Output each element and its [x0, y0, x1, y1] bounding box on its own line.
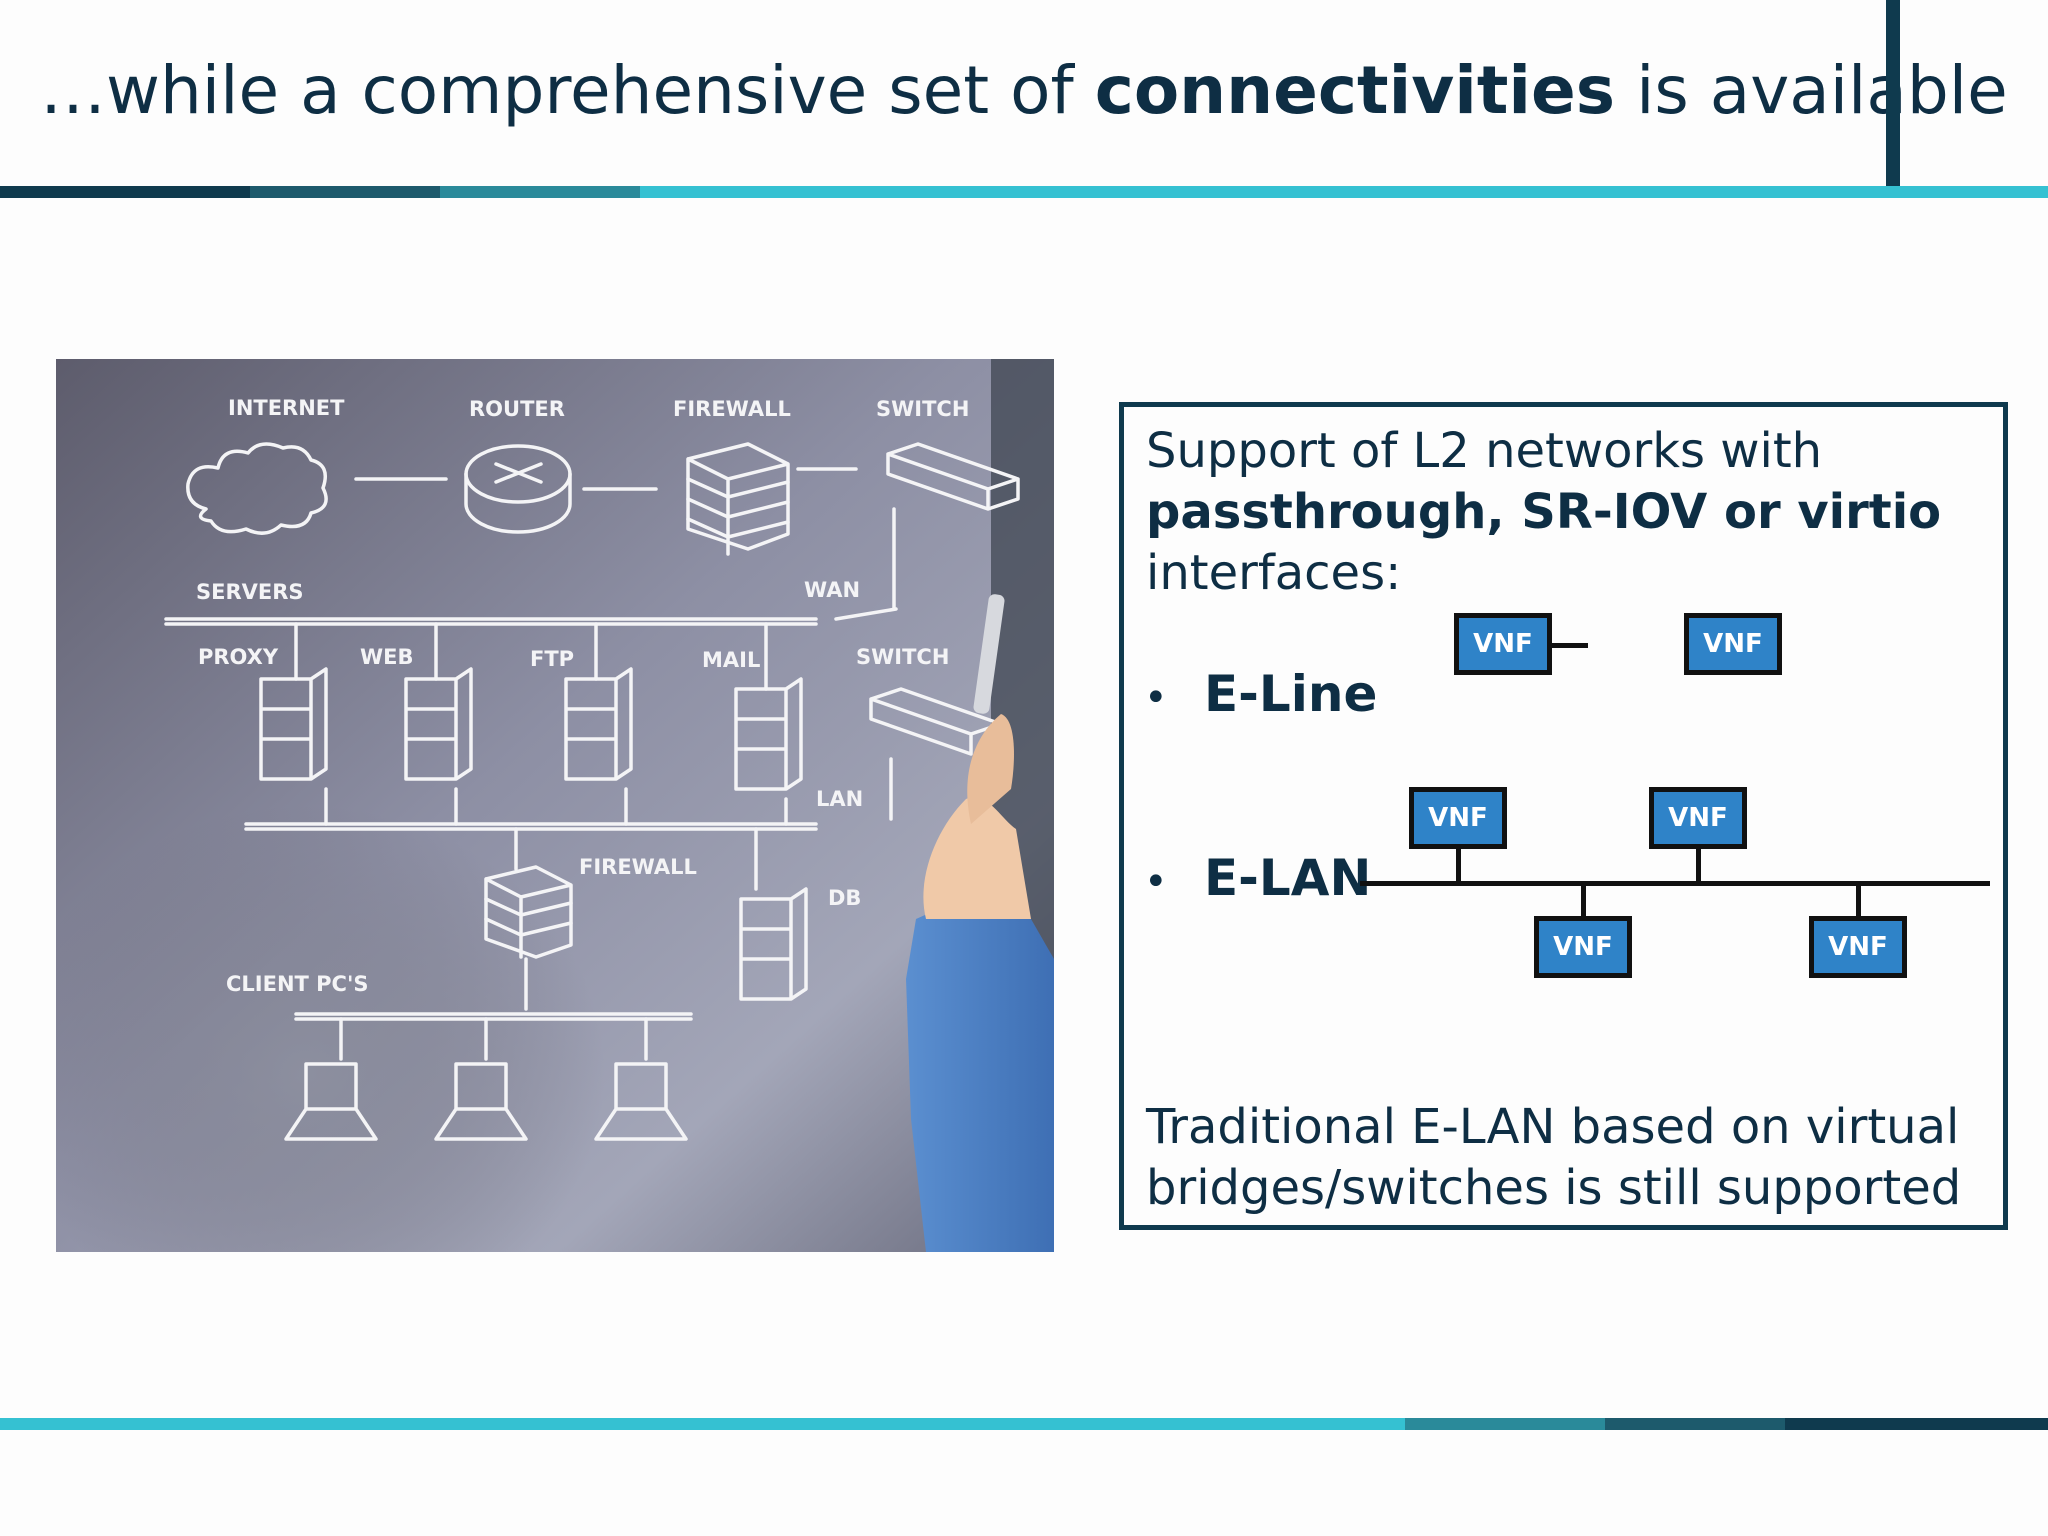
vnf-box: VNF	[1809, 916, 1907, 978]
e-lan-drop	[1856, 883, 1861, 917]
footnote-text: Traditional E-LAN based on virtual bridg…	[1146, 1097, 2006, 1219]
footnote-line-1: Traditional E-LAN based on virtual	[1146, 1099, 1960, 1155]
label-firewall-mid: FIREWALL	[579, 855, 697, 879]
label-lan: LAN	[816, 787, 863, 811]
label-wan: WAN	[804, 578, 860, 602]
title-suffix: is available	[1615, 52, 2008, 129]
label-switch-mid: SWITCH	[856, 645, 949, 669]
bullet-dot: •	[1144, 859, 1168, 905]
connectivity-info-box: Support of L2 networks with passthrough,…	[1119, 402, 2008, 1230]
label-router: ROUTER	[469, 397, 565, 421]
label-internet: INTERNET	[228, 396, 345, 420]
e-lan-drop	[1696, 847, 1701, 883]
e-lan-bus	[1360, 881, 1990, 886]
title-accent-bar	[1886, 0, 1900, 186]
vnf-box: VNF	[1454, 613, 1552, 675]
intro-line-1: Support of L2 networks with	[1146, 423, 1823, 479]
label-servers: SERVERS	[196, 580, 304, 604]
header-divider	[0, 186, 2048, 198]
network-diagram-photo: INTERNET ROUTER FIREWALL SWITCH SERVERS …	[56, 359, 1054, 1252]
e-line-label: E-Line	[1204, 665, 1378, 723]
slide-title: …while a comprehensive set of connectivi…	[40, 52, 2008, 129]
e-lan-drop	[1456, 847, 1461, 883]
label-web: WEB	[360, 645, 414, 669]
bullet-e-lan: • E-LAN	[1144, 849, 1371, 907]
intro-text: Support of L2 networks with passthrough,…	[1146, 421, 1966, 604]
label-proxy: PROXY	[198, 645, 279, 669]
label-mail: MAIL	[702, 648, 760, 672]
e-lan-drop	[1581, 883, 1586, 917]
label-firewall-top: FIREWALL	[673, 397, 791, 421]
label-ftp: FTP	[530, 647, 574, 671]
label-client-pcs: CLIENT PC'S	[226, 972, 369, 996]
vnf-box: VNF	[1649, 787, 1747, 849]
intro-line-bold: passthrough, SR-IOV or virtio	[1146, 484, 1942, 540]
label-db: DB	[828, 886, 861, 910]
vnf-box: VNF	[1684, 613, 1782, 675]
bullet-e-line: • E-Line	[1144, 665, 1377, 723]
vnf-box: VNF	[1534, 916, 1632, 978]
footnote-line-2: bridges/switches is still supported	[1146, 1160, 1962, 1216]
intro-line-3: interfaces:	[1146, 545, 1402, 601]
bullet-dot: •	[1144, 675, 1168, 721]
title-prefix: …while a comprehensive set of	[40, 52, 1095, 129]
title-bold: connectivities	[1094, 52, 1616, 129]
vnf-box: VNF	[1409, 787, 1507, 849]
e-lan-label: E-LAN	[1204, 849, 1372, 907]
footer-divider	[0, 1418, 2048, 1430]
label-switch-top: SWITCH	[876, 397, 969, 421]
